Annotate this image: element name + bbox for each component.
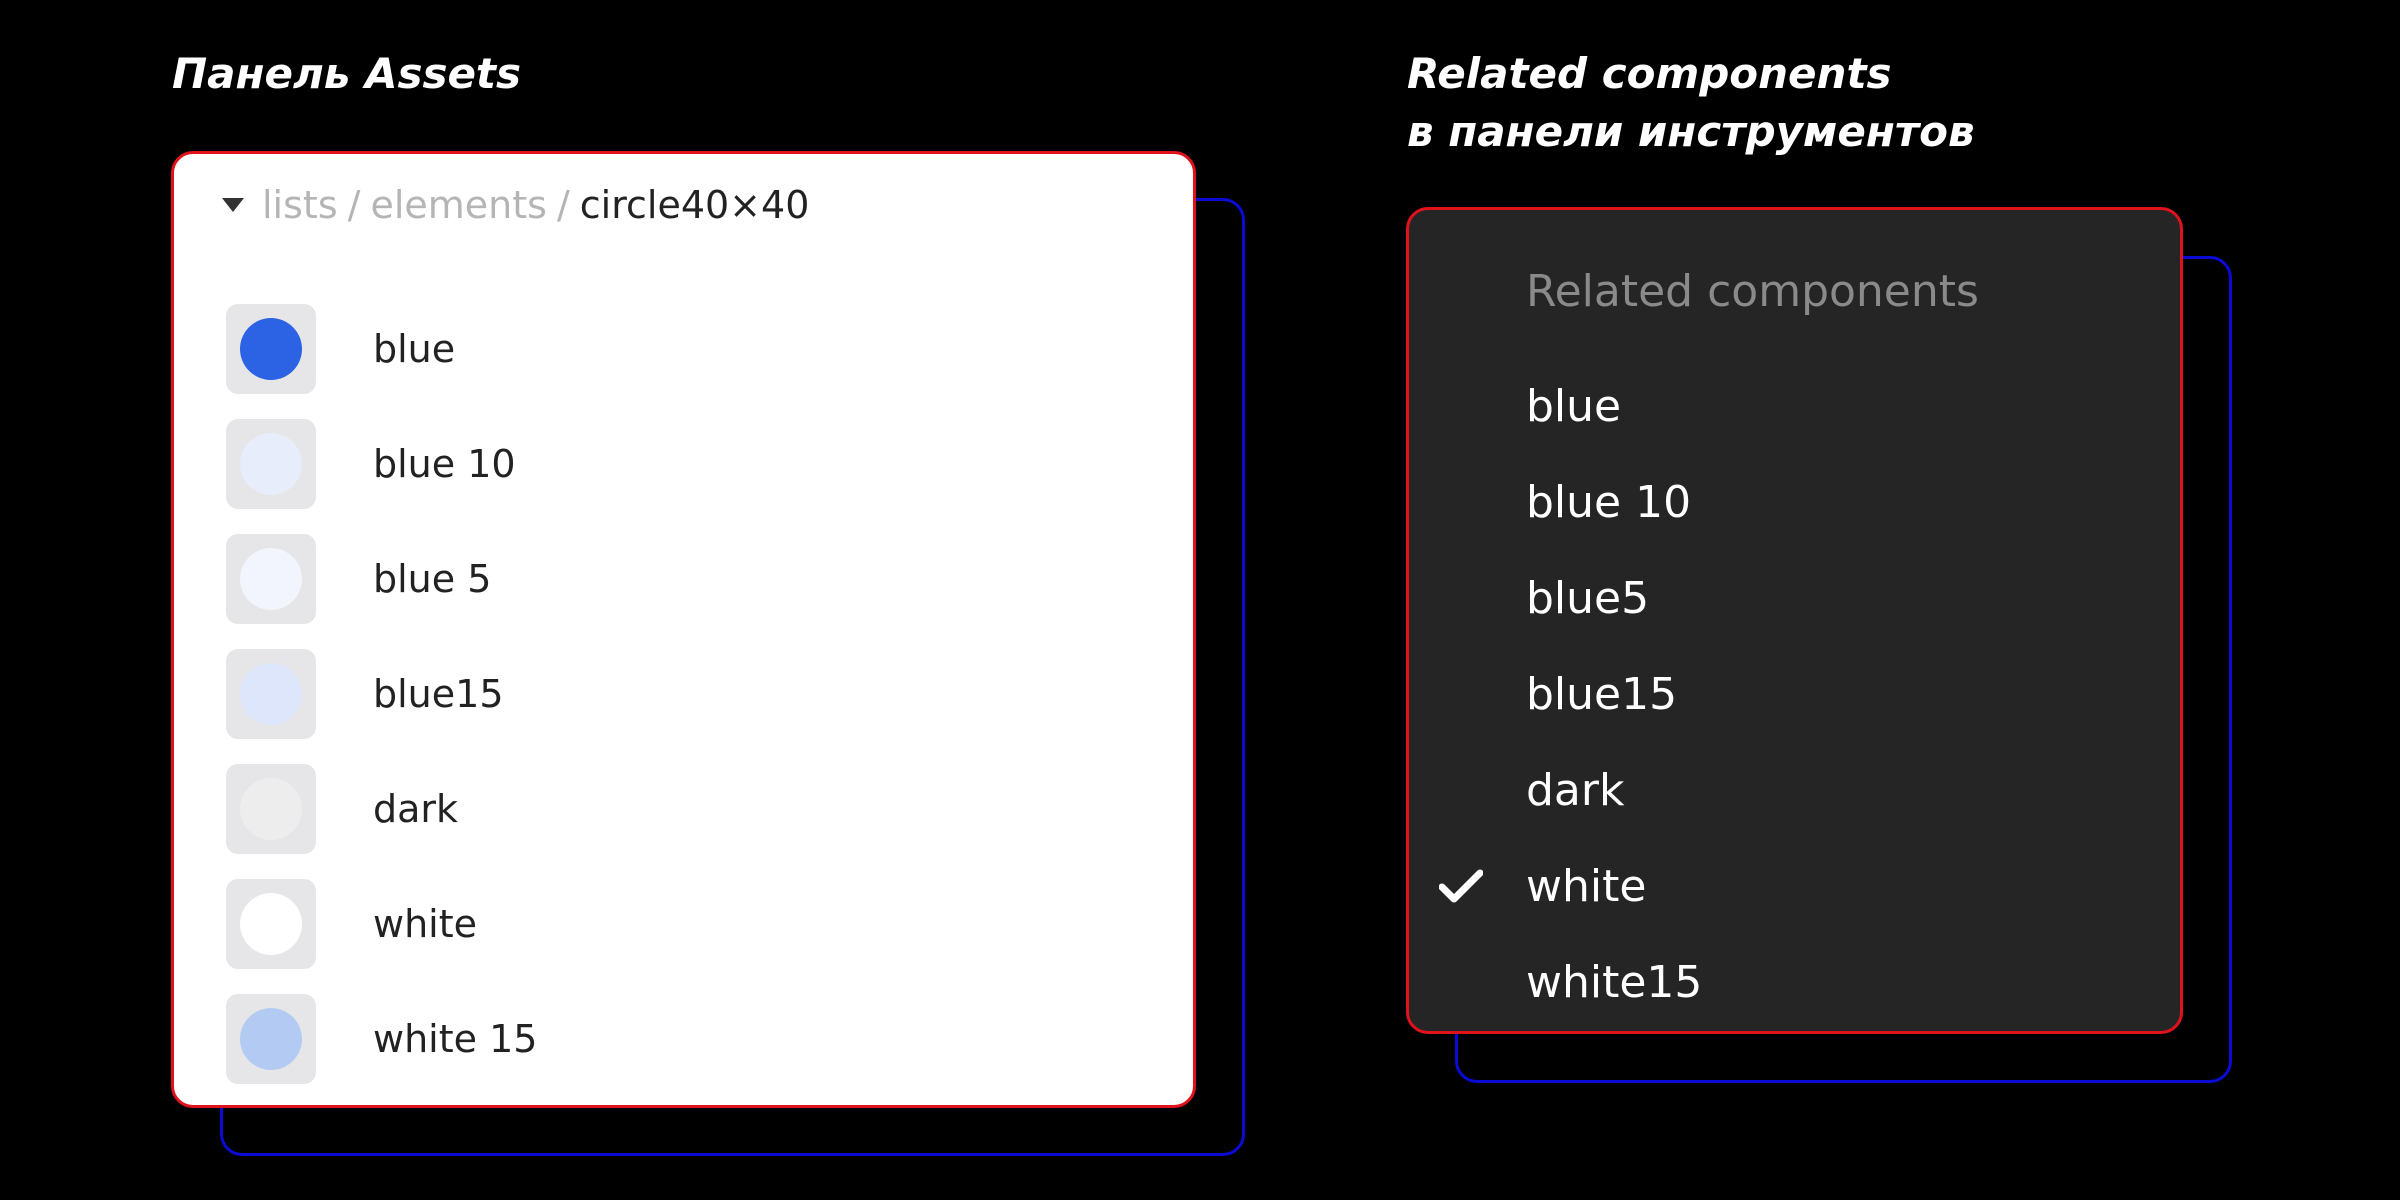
asset-thumbnail — [226, 878, 316, 969]
menu-item-label: blue5 — [1526, 572, 1650, 624]
menu-header: Related components — [1526, 266, 1979, 317]
related-components-list: blue blue 10 blue5 blue15 dark white white15 — [1409, 358, 2180, 1030]
color-swatch-icon — [240, 547, 302, 610]
color-swatch-icon — [240, 317, 302, 380]
asset-label: dark — [373, 786, 459, 831]
asset-thumbnail — [226, 418, 316, 509]
breadcrumb-current: circle40×40 — [579, 183, 810, 227]
color-swatch-icon — [240, 892, 302, 955]
asset-thumbnail — [226, 763, 316, 854]
menu-item-label: dark — [1526, 764, 1625, 816]
assets-heading-text: Панель Assets — [172, 49, 522, 98]
asset-item[interactable]: blue 10 — [226, 406, 537, 521]
menu-item[interactable]: blue 10 — [1409, 454, 2180, 550]
asset-label: white 15 — [373, 1016, 538, 1061]
asset-label: blue15 — [373, 671, 504, 716]
assets-panel-heading: Панель Assets — [172, 45, 521, 103]
menu-item-label: blue 10 — [1526, 476, 1692, 528]
checkmark-icon — [1439, 869, 1483, 903]
menu-item[interactable]: dark — [1409, 742, 2180, 838]
menu-item[interactable]: white15 — [1409, 934, 2180, 1030]
color-swatch-icon — [240, 777, 302, 840]
asset-label: white — [373, 901, 477, 946]
related-heading-line2: в панели инструментов — [1407, 107, 1975, 156]
menu-item[interactable]: blue — [1409, 358, 2180, 454]
breadcrumb-item-elements[interactable]: elements — [370, 183, 547, 227]
menu-item-label: blue15 — [1526, 668, 1678, 720]
asset-item[interactable]: white — [226, 866, 537, 981]
related-components-menu: Related components blue blue 10 blue5 blue1… — [1406, 207, 2183, 1034]
menu-item[interactable]: blue5 — [1409, 550, 2180, 646]
asset-label: blue — [373, 326, 456, 371]
breadcrumb: lists / elements / circle40×40 — [222, 176, 809, 234]
color-swatch-icon — [240, 432, 302, 495]
caret-down-icon[interactable] — [222, 198, 244, 212]
breadcrumb-separator: / — [347, 183, 361, 227]
asset-item[interactable]: blue15 — [226, 636, 537, 751]
asset-item[interactable]: white 15 — [226, 981, 537, 1096]
asset-item[interactable]: blue — [226, 291, 537, 406]
asset-label: blue 5 — [373, 556, 492, 601]
asset-item[interactable]: dark — [226, 751, 537, 866]
asset-list: blue blue 10 blue 5 blue15 dark white white 15 — [226, 291, 537, 1096]
menu-item[interactable]: blue15 — [1409, 646, 2180, 742]
assets-panel: lists / elements / circle40×40 blue blue … — [171, 151, 1196, 1108]
breadcrumb-item-lists[interactable]: lists — [262, 183, 338, 227]
color-swatch-icon — [240, 662, 302, 725]
menu-item[interactable]: white — [1409, 838, 2180, 934]
related-heading-line1: Related components — [1407, 49, 1892, 98]
menu-item-label: white — [1526, 860, 1647, 912]
asset-thumbnail — [226, 303, 316, 394]
asset-item[interactable]: blue 5 — [226, 521, 537, 636]
asset-thumbnail — [226, 993, 316, 1084]
color-swatch-icon — [240, 1007, 302, 1070]
asset-thumbnail — [226, 533, 316, 624]
menu-item-label: white15 — [1526, 956, 1703, 1008]
asset-label: blue 10 — [373, 441, 516, 486]
breadcrumb-separator: / — [556, 183, 570, 227]
menu-item-label: blue — [1526, 380, 1622, 432]
asset-thumbnail — [226, 648, 316, 739]
related-components-heading: Related components в панели инструментов — [1407, 45, 1975, 161]
